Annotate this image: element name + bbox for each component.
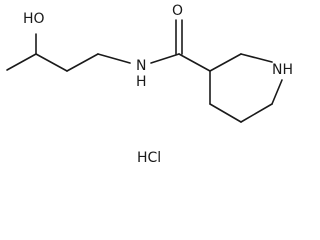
bond-methyl-c2 xyxy=(6,53,37,71)
bond-ring-c6-c5 xyxy=(240,103,273,123)
amide-n-label: N xyxy=(136,58,146,74)
carbonyl-o-label: O xyxy=(172,3,183,19)
bond-ring-c3-c2 xyxy=(209,53,242,72)
bond-c3-c4 xyxy=(66,53,99,72)
bond-carbonyl-ring xyxy=(178,53,211,72)
bond-c2-c3 xyxy=(35,53,68,72)
bond-ring-c5-c4 xyxy=(209,103,242,123)
bond-ring-nh-c6 xyxy=(271,79,283,105)
bond-c4-nh xyxy=(97,53,131,64)
bond-ring-c2-nh xyxy=(240,53,273,63)
molecule-drawing: HO N H O NH HCl xyxy=(6,3,293,166)
salt-label: HCl xyxy=(137,150,161,166)
amide-h-label: H xyxy=(136,74,147,90)
structure-canvas: HO N H O NH HCl xyxy=(6,3,293,166)
hydroxyl-label: HO xyxy=(23,11,45,27)
ring-nh-label: NH xyxy=(272,62,293,78)
bond-nh-carbonyl xyxy=(150,53,180,64)
